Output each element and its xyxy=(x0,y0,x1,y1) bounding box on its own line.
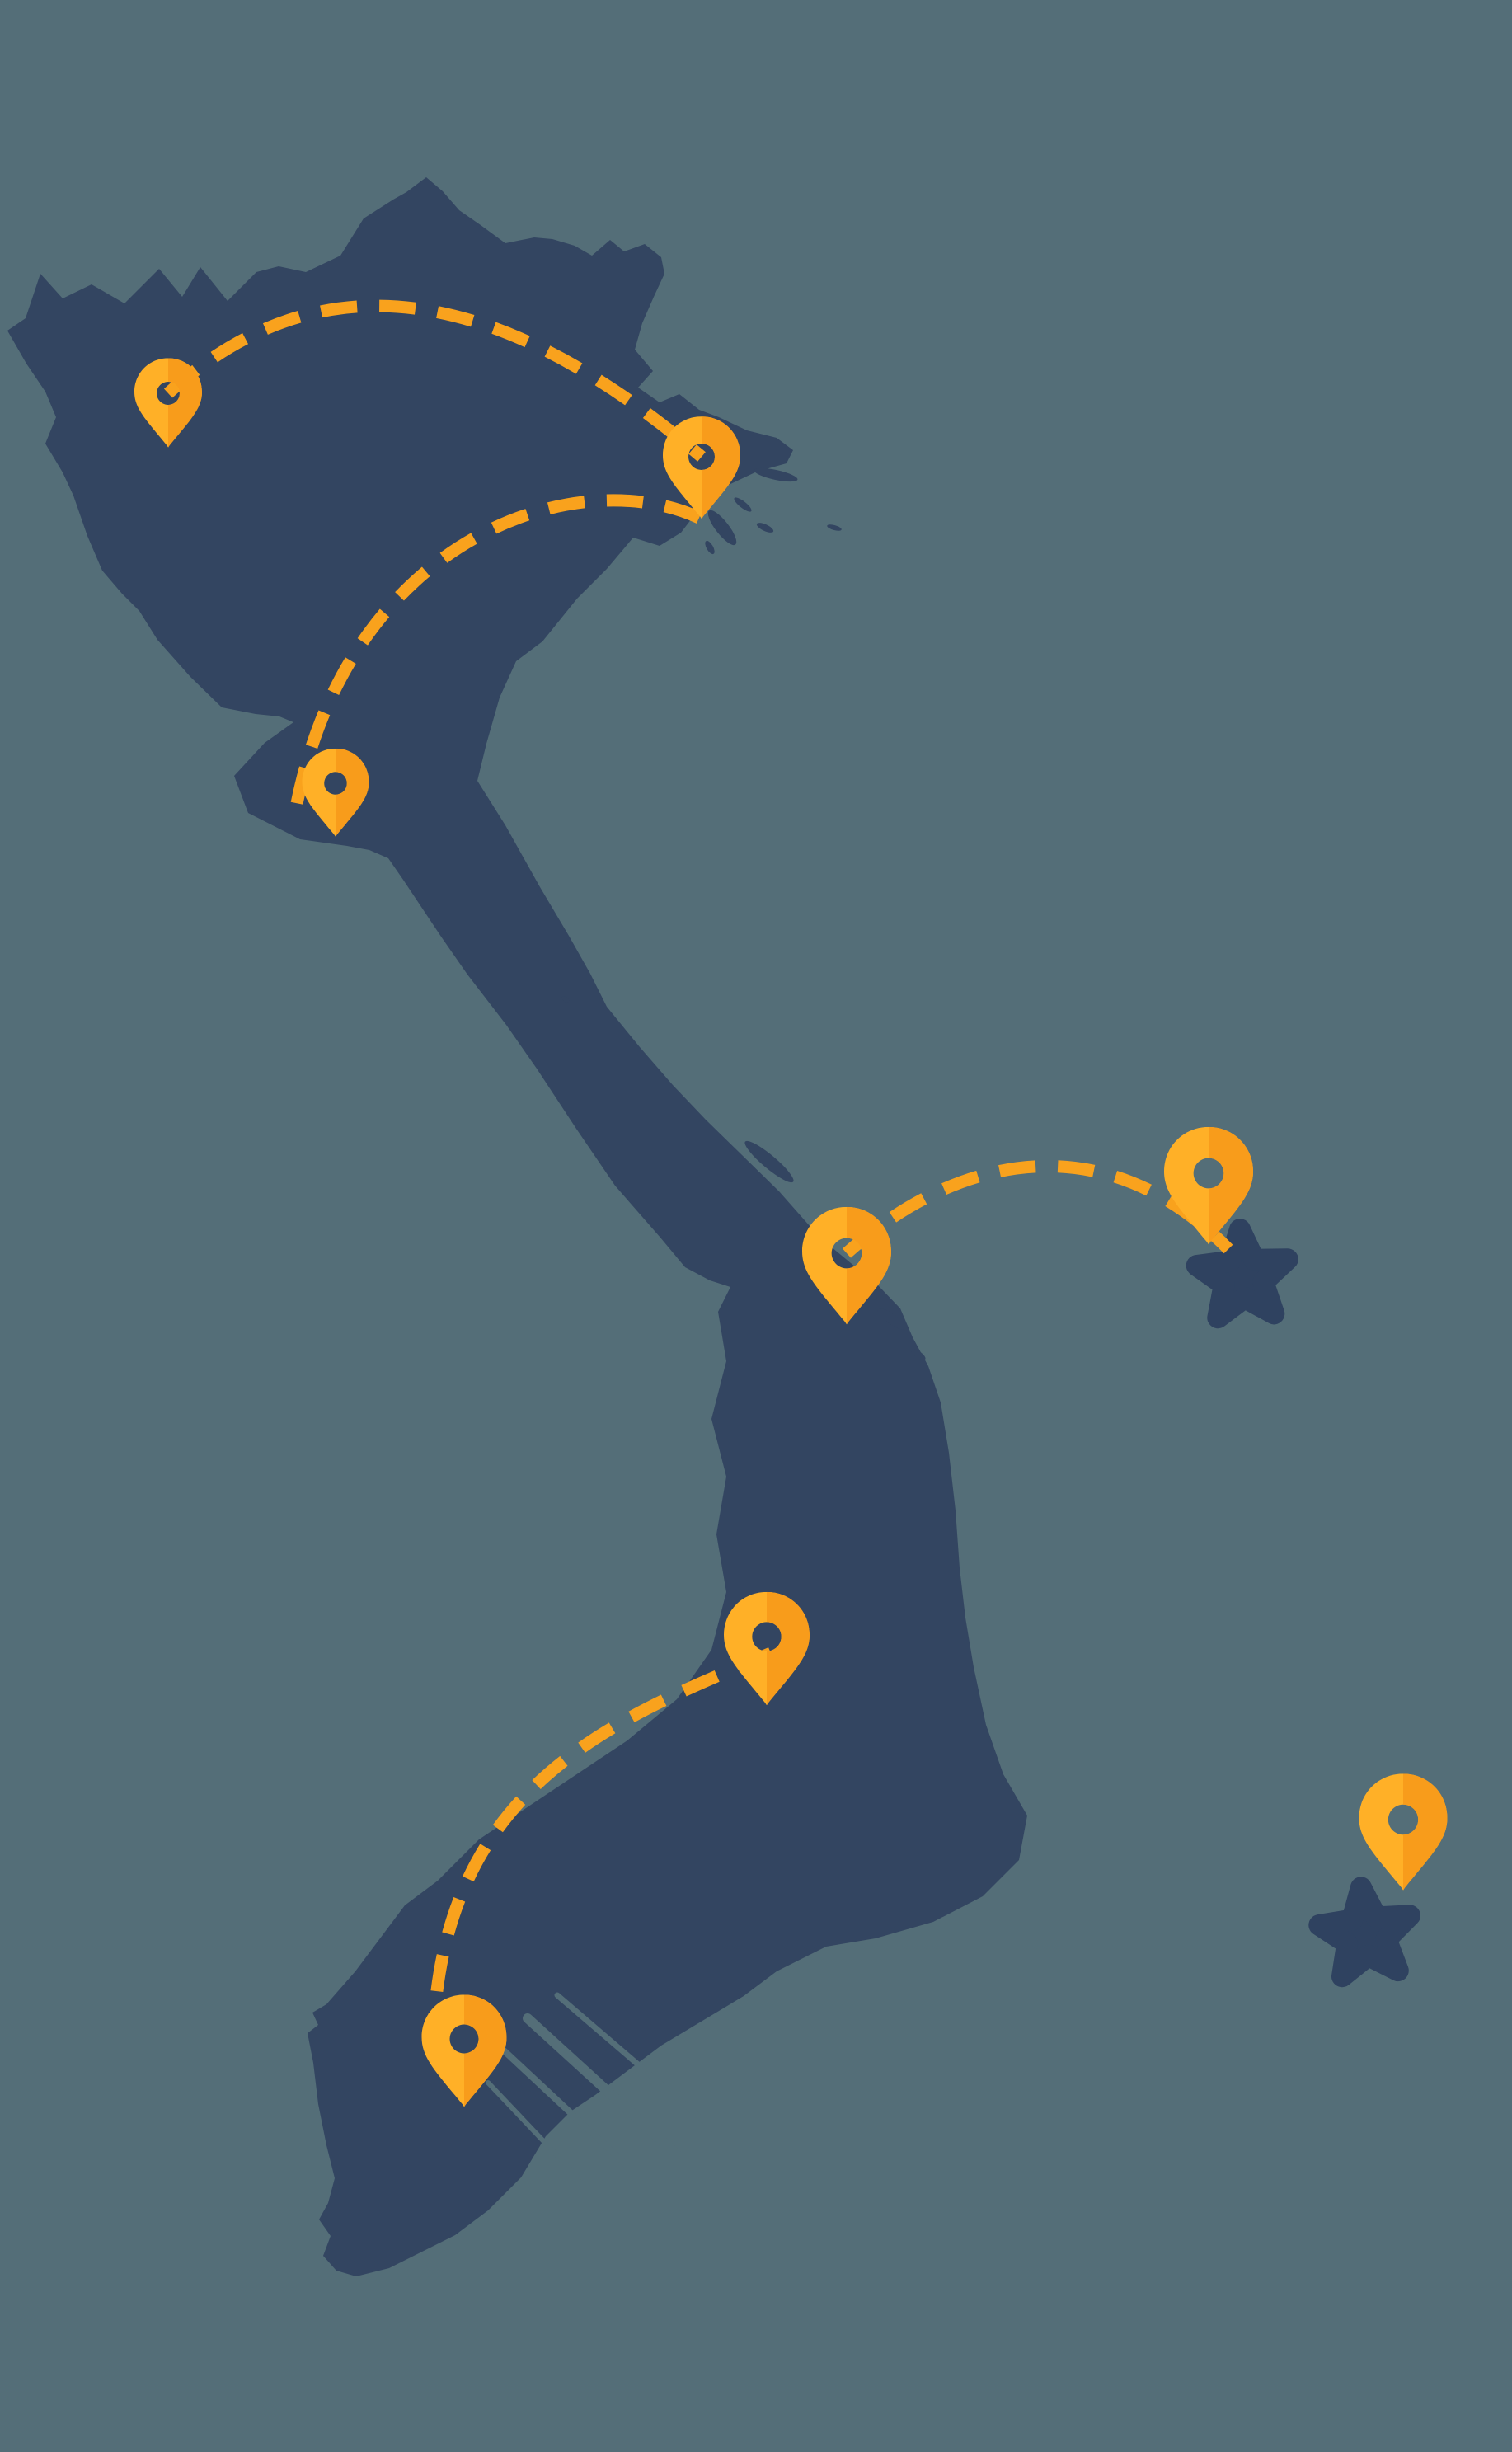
islet xyxy=(744,1140,794,1183)
star-marker-east-icon xyxy=(1186,1219,1298,1329)
vietnam-landmass xyxy=(7,177,1027,2276)
star-markers-group xyxy=(1186,1219,1420,1988)
star-marker-southeast-icon xyxy=(1308,1877,1420,1988)
islet xyxy=(561,996,570,1003)
islet xyxy=(756,523,774,533)
islet xyxy=(877,1308,907,1331)
island-group xyxy=(561,467,926,1360)
route-coast-to-offshore xyxy=(842,1160,1233,1258)
islet xyxy=(911,1349,926,1360)
route-highlands-to-delta xyxy=(428,1647,773,2017)
river-channel xyxy=(554,1992,722,2137)
islet xyxy=(734,497,752,512)
route-northwest-to-halong xyxy=(163,299,706,462)
route-halong-to-westcoast xyxy=(289,494,702,814)
mekong-delta-channels xyxy=(486,1992,722,2181)
islet xyxy=(705,540,715,555)
river-channel xyxy=(486,2080,581,2181)
islet xyxy=(707,510,737,546)
river-channel xyxy=(523,2013,681,2158)
islet xyxy=(827,524,842,531)
river-channel xyxy=(500,2046,630,2168)
dashed-routes-group xyxy=(163,299,1233,2017)
islet xyxy=(754,467,798,482)
